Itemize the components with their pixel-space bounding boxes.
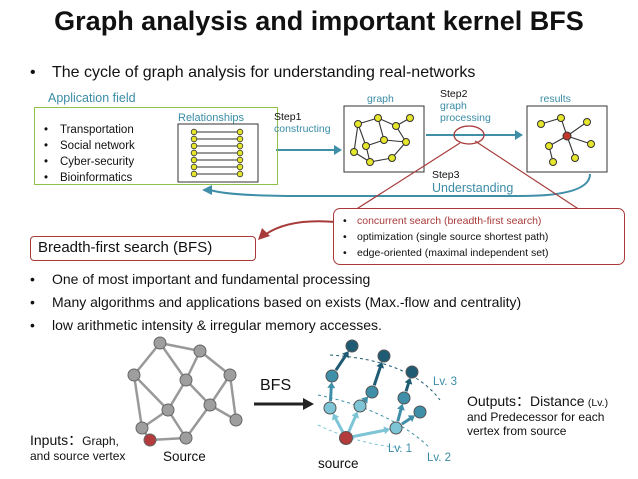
input-graph-node [162, 404, 174, 416]
application-item: Bioinformatics [44, 170, 135, 186]
bfs-arrow-label: BFS [260, 377, 291, 395]
level-3-label: Lv. 3 [433, 376, 457, 388]
outputs-caption: Outputs：Distance (Lv.) and Predecessor f… [467, 394, 608, 438]
bfs-pointer-arrow [266, 221, 336, 234]
application-item: Cyber-security [44, 154, 135, 170]
bfs-tree-arrowhead [327, 382, 335, 388]
level-2-boundary [318, 395, 430, 448]
step1-text: constructing [274, 123, 331, 135]
inputs-line1: Graph, [82, 434, 119, 448]
bfs-tree-edge [374, 365, 381, 386]
bfs-tree-edge [353, 430, 387, 437]
bfs-facts-list: One of most important and fundamental pr… [30, 268, 521, 337]
fact-item: low arithmetic intensity & irregular mem… [30, 314, 521, 337]
level-2-label: Lv. 2 [427, 452, 451, 464]
input-graph-node [230, 414, 242, 426]
results-icon [527, 106, 607, 172]
input-graph [128, 337, 242, 446]
input-graph-node [180, 432, 192, 444]
bfs-tree-node [324, 402, 336, 414]
outputs-lv: (Lv.) [588, 397, 608, 409]
kernel-item: optimization (single source shortest pat… [343, 229, 548, 245]
bfs-source-node [340, 432, 353, 445]
input-graph-node [154, 337, 166, 349]
bfs-tree-node [406, 366, 418, 378]
kernel-item: edge-oriented (maximal independent set) [343, 245, 548, 261]
bfs-title-label: Breadth-first search (BFS) [38, 239, 212, 256]
bfs-tree-node [326, 370, 338, 382]
relationships-label: Relationships [178, 112, 244, 124]
step3-text: Understanding [432, 182, 513, 195]
input-graph-node [136, 422, 148, 434]
step3-label: Step3 Understanding [432, 169, 513, 195]
bfs-tree-node [346, 340, 358, 352]
bfs-tree [318, 340, 440, 448]
application-field-label: Application field [48, 91, 136, 105]
results-label: results [540, 93, 571, 105]
step1-label: Step1 constructing [274, 111, 331, 135]
fact-item: Many algorithms and applications based o… [30, 291, 521, 314]
fact-item: One of most important and fundamental pr… [30, 268, 521, 291]
bfs-tree-arrowhead [383, 426, 390, 434]
bfs-tree-node [366, 386, 378, 398]
level-1-label: Lv. 1 [388, 443, 412, 455]
step1-title: Step1 [274, 111, 331, 123]
step2-line2: processing [440, 112, 491, 124]
inputs-prefix: Inputs： [30, 432, 82, 448]
application-list: Transportation Social network Cyber-secu… [44, 122, 135, 186]
kernel-item: concurrent search (breadth-first search) [343, 213, 548, 229]
graph-icon [344, 106, 424, 172]
outputs-prefix: Outputs： [467, 393, 530, 409]
input-graph-edge [230, 375, 236, 420]
outputs-line2: and Predecessor for each [467, 410, 608, 424]
input-graph-node [224, 369, 236, 381]
inputs-line2: and source vertex [30, 449, 125, 464]
bfs-tree-node [354, 400, 366, 412]
processing-kernels-list: concurrent search (breadth-first search)… [343, 213, 548, 261]
graph-label: graph [367, 93, 394, 105]
source-label-right: source [318, 456, 359, 471]
bfs-tree-node [414, 406, 426, 418]
input-graph-node [180, 374, 192, 386]
application-item: Transportation [44, 122, 135, 138]
source-label-left: Source [163, 449, 206, 464]
bfs-tree-node [398, 392, 410, 404]
application-item: Social network [44, 138, 135, 154]
source-node [144, 434, 156, 446]
bfs-tree-node [378, 350, 390, 362]
input-graph-node [128, 369, 140, 381]
input-graph-node [204, 399, 216, 411]
step2-title: Step2 [440, 88, 491, 100]
outputs-line1: Distance [530, 393, 584, 409]
input-graph-node [194, 345, 206, 357]
inputs-caption: Inputs：Graph, and source vertex [30, 433, 125, 464]
bfs-tree-node [390, 422, 402, 434]
step2-label: Step2 graph processing [440, 88, 491, 124]
step2-line1: graph [440, 100, 491, 112]
outputs-line3: vertex from source [467, 424, 608, 438]
